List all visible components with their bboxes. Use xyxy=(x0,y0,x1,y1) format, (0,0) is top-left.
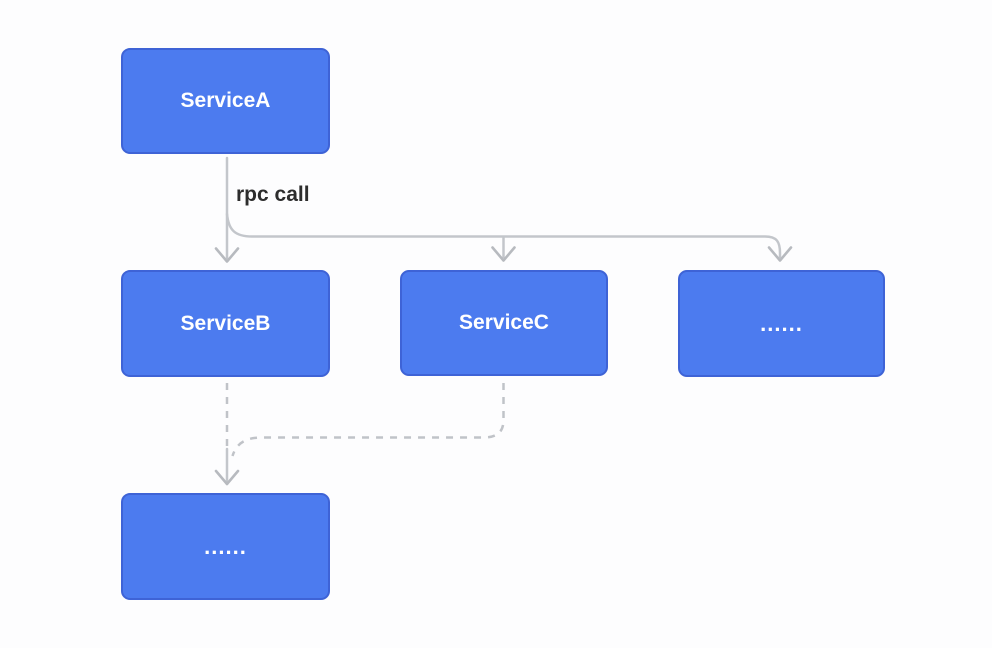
node-others-right: ...... xyxy=(678,270,885,377)
edge-label-rpc-call: rpc call xyxy=(236,183,310,206)
node-service-b: ServiceB xyxy=(121,270,330,377)
node-others-bottom-label: ...... xyxy=(204,533,247,559)
edge-branch-bus xyxy=(225,212,782,259)
arrowhead-to-c xyxy=(491,246,516,262)
arrowhead-to-e xyxy=(214,469,240,486)
arrowhead-to-b xyxy=(214,247,240,263)
arrowhead-to-d xyxy=(767,246,793,262)
node-service-c-label: ServiceC xyxy=(459,311,549,334)
node-others-right-label: ...... xyxy=(760,310,803,336)
node-others-bottom: ...... xyxy=(121,493,330,600)
node-service-a-label: ServiceA xyxy=(180,89,271,112)
node-service-b-label: ServiceB xyxy=(180,311,271,335)
node-service-a: ServiceA xyxy=(121,48,330,154)
node-service-c: ServiceC xyxy=(400,270,608,376)
dashed-edge-from-c xyxy=(231,383,505,457)
